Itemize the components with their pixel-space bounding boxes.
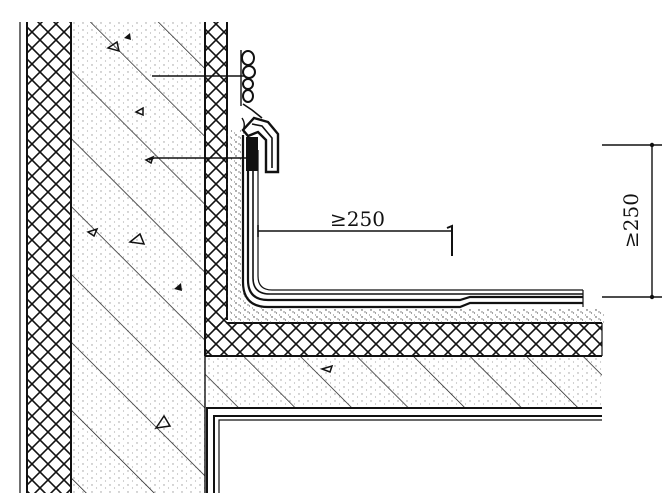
horizontal-dimension: ≥250 <box>257 207 453 256</box>
vertical-dimension-label: ≥250 <box>619 193 643 248</box>
mortar-protection-layer <box>227 130 605 325</box>
inner-insulation-vertical <box>204 22 228 356</box>
concrete-wall-body <box>71 22 205 493</box>
waterproof-membrane <box>241 135 584 309</box>
vertical-dimension: ≥250 <box>602 142 662 300</box>
floor-insulation-horizontal <box>205 322 603 357</box>
lower-room-corner <box>206 407 602 493</box>
left-insulation-wall <box>19 22 72 493</box>
sealant-fastener-beads <box>240 50 256 106</box>
horizontal-dimension-label: ≥250 <box>330 207 385 231</box>
membrane-termination-clamp <box>241 103 280 174</box>
floor-slab <box>204 356 602 493</box>
leader-lines <box>148 75 247 161</box>
